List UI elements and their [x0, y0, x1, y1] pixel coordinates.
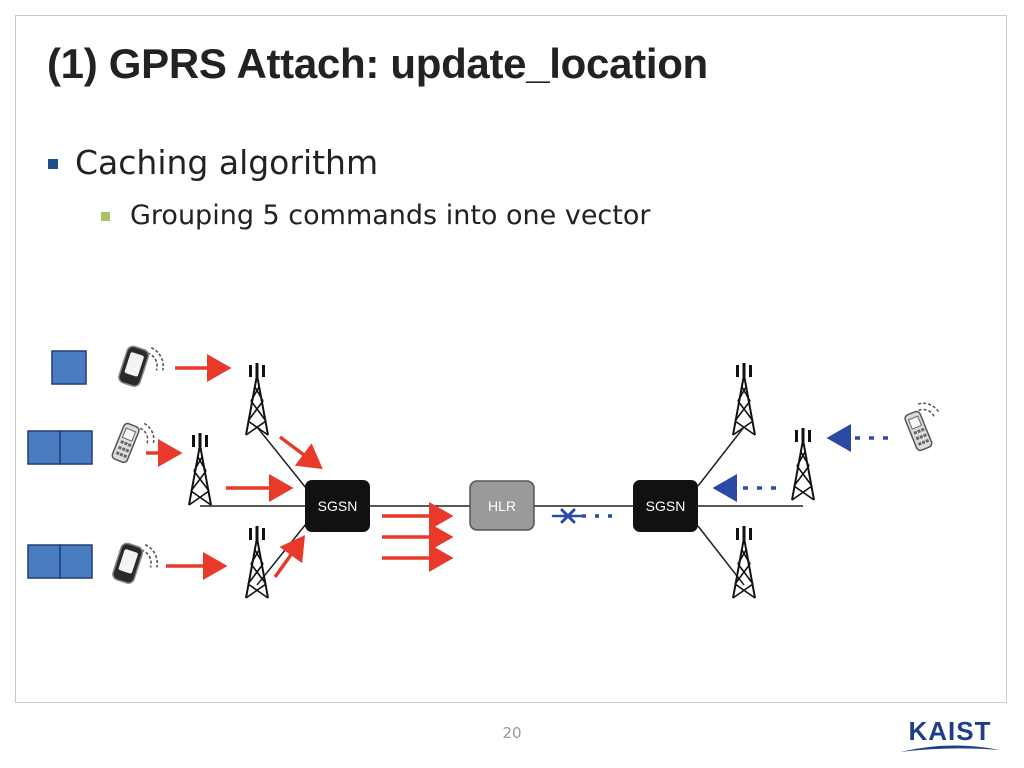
mobile-phone-icon: [110, 416, 160, 472]
cell-tower-icon: [245, 525, 269, 599]
command-block-icon: [27, 430, 61, 465]
bullet-grouping-commands: Grouping 5 commands into one vector: [101, 200, 650, 231]
request-arrow: [278, 435, 323, 470]
command-block-row-3: [27, 544, 93, 579]
bullet-caching-algorithm: Caching algorithm: [48, 143, 378, 182]
cell-tower-icon: [732, 362, 756, 436]
command-block-row-1: [51, 350, 87, 385]
sgsn-right-label: SGSN: [646, 498, 686, 514]
request-arrows: [146, 354, 454, 580]
cell-tower-icon: [188, 432, 212, 506]
hlr-label: HLR: [488, 498, 516, 514]
sgsn-right-node: SGSN: [633, 480, 698, 532]
sgsn-left-node: SGSN: [305, 480, 370, 532]
slide-frame: [15, 15, 1007, 703]
command-block-icon: [59, 430, 93, 465]
command-block-icon: [27, 544, 61, 579]
cell-tower-icon: [732, 525, 756, 599]
logo-swoosh-icon: [900, 745, 1000, 752]
logo-text: KAIST: [908, 716, 992, 746]
sub-bullet-text: Grouping 5 commands into one vector: [130, 200, 651, 231]
kaist-logo: KAIST: [898, 716, 1002, 756]
mobile-phone-icon: [116, 340, 170, 395]
cross-mark-icon: [551, 508, 586, 524]
sgsn-left-label: SGSN: [318, 498, 358, 514]
command-block-row-2: [27, 430, 93, 465]
page-number: 20: [502, 724, 522, 742]
hlr-node: HLR: [469, 480, 535, 531]
command-block-icon: [59, 544, 93, 579]
request-arrow: [273, 535, 306, 579]
cell-tower-icon: [791, 427, 815, 501]
mobile-phone-icon: [110, 537, 164, 592]
sub-bullet-square-icon: [101, 212, 110, 221]
blocked-arrows: [580, 424, 888, 518]
mobile-phone-icon: [900, 397, 951, 453]
cell-tower-icon: [245, 362, 269, 436]
bullet-square-icon: [48, 158, 58, 169]
bullet-text: Caching algorithm: [75, 143, 379, 182]
command-block-icon: [51, 350, 87, 385]
slide-title: (1) GPRS Attach: update_location: [47, 40, 708, 87]
